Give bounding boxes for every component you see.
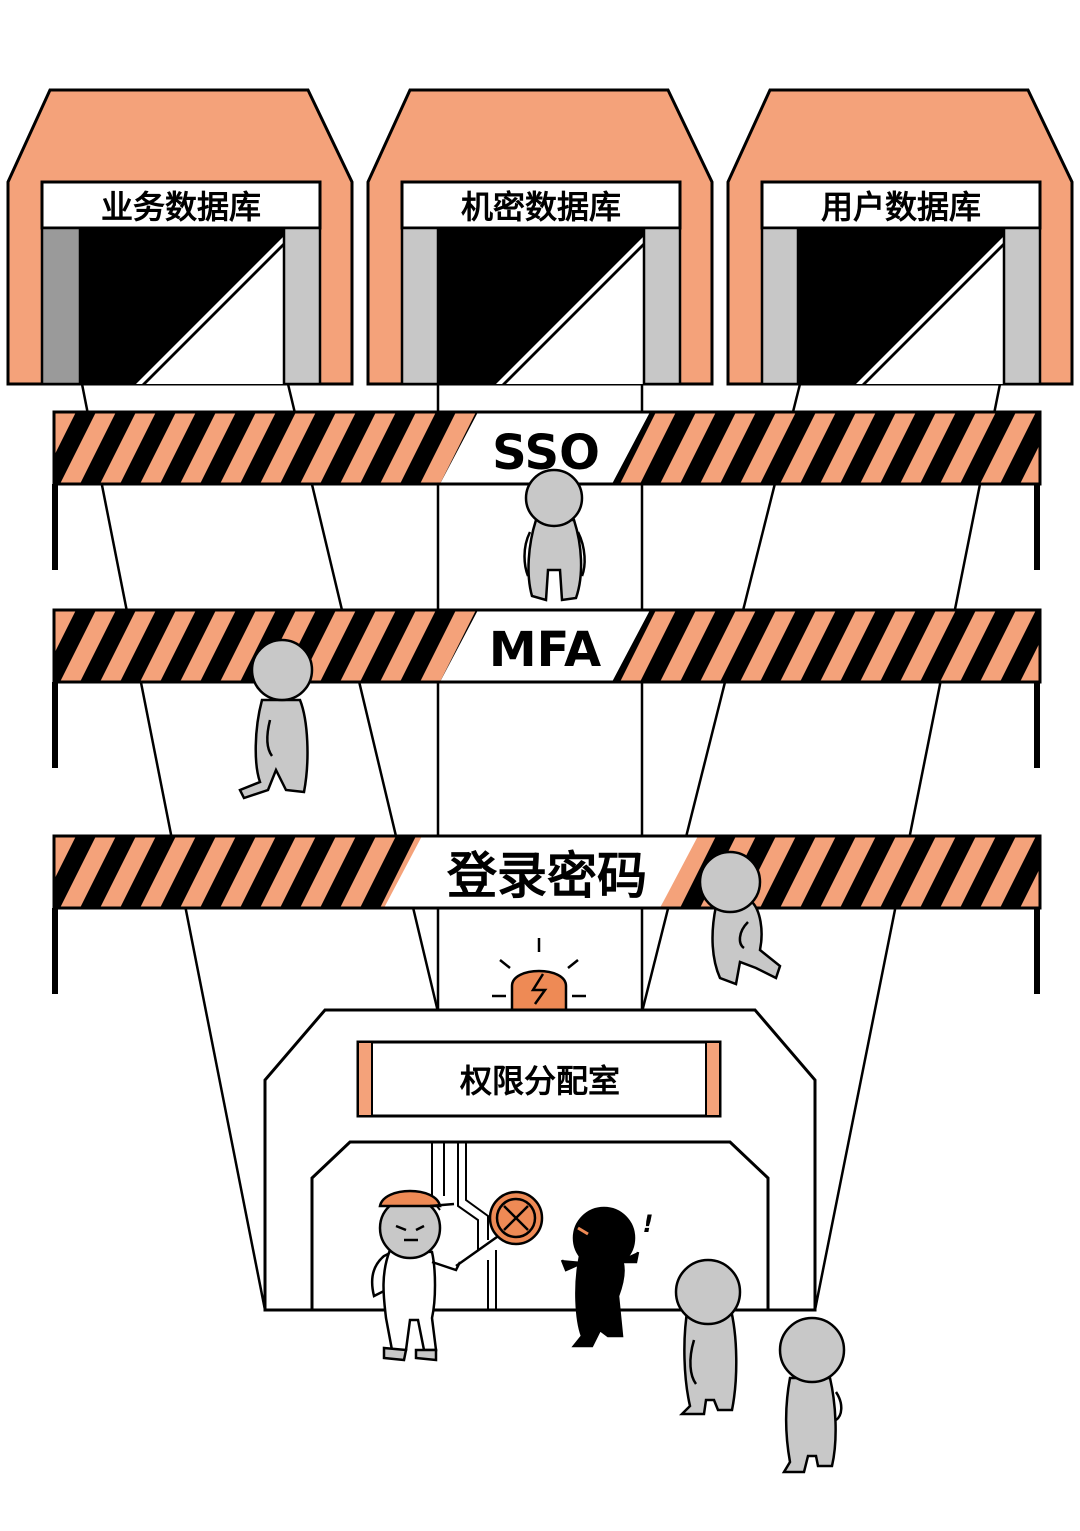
- hazard-stripe: [80, 610, 136, 682]
- hazard-stripe: [760, 412, 816, 484]
- hazard-stripe: [720, 610, 776, 682]
- hazard-stripe: [840, 836, 896, 908]
- hazard-stripe: [54, 836, 56, 840]
- hazard-stripe: [400, 610, 456, 682]
- hazard-stripe: [120, 610, 176, 682]
- hazard-stripe: [680, 412, 736, 484]
- hazard-stripe: [760, 610, 816, 682]
- hazard-stripe: [54, 412, 96, 484]
- hazard-stripe: [160, 412, 216, 484]
- hazard-stripe: [920, 610, 976, 682]
- hazard-stripe: [800, 610, 856, 682]
- person-walking-sso: [523, 468, 586, 602]
- hazard-stripe: [760, 836, 816, 908]
- hazard-stripe: [160, 836, 216, 908]
- hazard-stripe: [960, 412, 1016, 484]
- hazard-stripe: [360, 610, 416, 682]
- database-label-user: 用户数据库: [821, 188, 981, 226]
- hazard-stripe: [1040, 610, 1080, 682]
- hazard-stripe: [960, 610, 1016, 682]
- hazard-stripe: [880, 836, 936, 908]
- barrier-mfa: MFA: [52, 608, 1080, 768]
- hazard-stripe: [120, 412, 176, 484]
- hazard-stripe: [640, 610, 696, 682]
- hazard-stripe: [320, 610, 376, 682]
- hazard-stripe: [80, 836, 136, 908]
- hazard-stripe: [240, 836, 296, 908]
- hazard-stripe: [120, 836, 176, 908]
- database-building-user: 用户数据库: [726, 88, 1074, 386]
- hazard-stripe: [840, 610, 896, 682]
- hazard-stripe: [200, 412, 256, 484]
- hazard-stripe: [1000, 836, 1040, 908]
- hazard-stripe: [280, 412, 336, 484]
- person-walking-mfa: [238, 638, 314, 800]
- stop-sign-icon: [488, 1190, 544, 1246]
- hazard-stripe: [680, 610, 736, 682]
- hazard-stripe: [880, 412, 936, 484]
- intruder-person: !: [560, 1206, 654, 1348]
- guard-person: [370, 1189, 505, 1362]
- hazard-stripe: [1000, 610, 1040, 682]
- room-label: 权限分配室: [459, 1062, 620, 1100]
- hazard-stripe: [1040, 412, 1080, 484]
- hazard-stripe: [920, 412, 976, 484]
- hazard-stripe: [54, 610, 96, 682]
- hazard-stripe: [320, 836, 376, 908]
- barrier-label-login-password: 登录密码: [446, 847, 647, 905]
- hazard-stripe: [280, 836, 336, 908]
- hazard-stripe: [400, 412, 456, 484]
- hazard-stripe: [200, 836, 256, 908]
- hazard-stripe: [1000, 412, 1040, 484]
- alert-mark: !: [643, 1210, 654, 1238]
- person-queue-2: [778, 1316, 846, 1474]
- barrier-label-mfa: MFA: [489, 622, 601, 678]
- person-queue-1: [674, 1258, 742, 1416]
- hazard-stripe: [80, 412, 136, 484]
- database-label-business: 业务数据库: [101, 188, 261, 226]
- hazard-stripe: [160, 610, 216, 682]
- hazard-stripe: [360, 836, 416, 908]
- database-label-confidential: 机密数据库: [461, 188, 621, 226]
- hazard-stripe: [320, 412, 376, 484]
- hazard-stripe: [720, 412, 776, 484]
- database-building-business: 业务数据库: [6, 88, 354, 386]
- hazard-stripe: [200, 610, 256, 682]
- hazard-stripe: [840, 412, 896, 484]
- hazard-stripe: [54, 412, 56, 416]
- hazard-stripe: [920, 836, 976, 908]
- permission-room-building: 权限分配室: [263, 1008, 817, 1312]
- hazard-stripe: [800, 412, 856, 484]
- barrier-login-password: 登录密码: [52, 834, 1080, 994]
- hazard-stripe: [54, 836, 96, 908]
- hazard-stripe: [240, 412, 296, 484]
- alarm-siren-icon: [492, 938, 586, 1012]
- hazard-stripe: [1040, 836, 1080, 908]
- hazard-stripe: [640, 412, 696, 484]
- hazard-stripe: [880, 610, 936, 682]
- hazard-stripe: [360, 412, 416, 484]
- person-walking-password: [698, 850, 782, 986]
- hazard-stripe: [800, 836, 856, 908]
- hazard-stripe: [960, 836, 1016, 908]
- hazard-stripe: [54, 610, 56, 614]
- database-building-confidential: 机密数据库: [366, 88, 714, 386]
